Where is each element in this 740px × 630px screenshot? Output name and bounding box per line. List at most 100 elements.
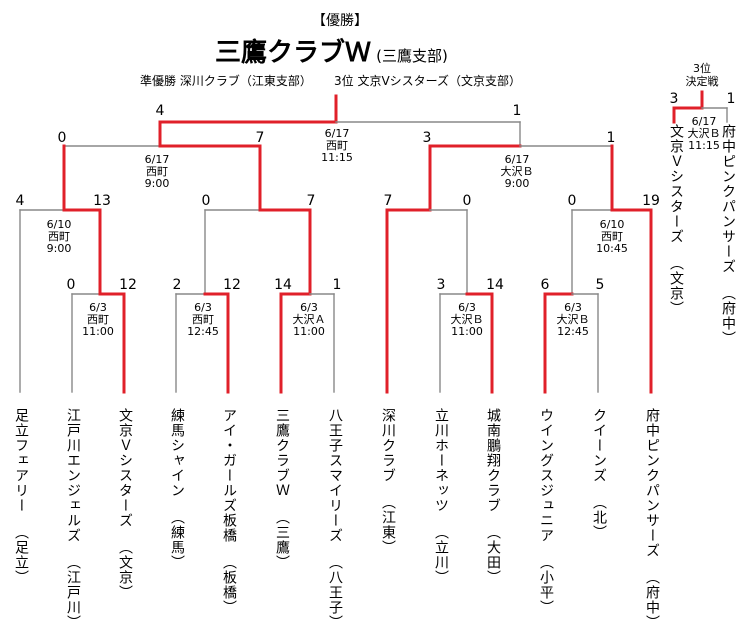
sf1-time: 9:00: [144, 177, 170, 190]
final-time: 11:15: [321, 151, 353, 164]
r1-4-venue: 大沢Ｂ: [450, 313, 484, 326]
r1-5-venue: 大沢Ｂ: [556, 313, 590, 326]
team-2: 江戸川エンジェルズ （江戸川）: [63, 408, 83, 630]
final-info: 6/17 西町 11:15: [297, 128, 377, 164]
team-name: 三鷹クラブＷ: [274, 408, 290, 498]
r2-4-score-right: 19: [642, 193, 660, 209]
team-division: （江戸川）: [65, 555, 81, 630]
third-place-date: 6/17: [691, 115, 717, 128]
team-6: 三鷹クラブＷ（三鷹）: [272, 408, 292, 570]
r1-4-score-left: 3: [436, 277, 446, 293]
r1-1-info: 6/3 西町 11:00: [58, 302, 138, 338]
r2-4-score-left: 0: [567, 193, 577, 209]
r1-3-score-right: 1: [332, 277, 342, 293]
third-place-title-line2: 決定戦: [685, 75, 719, 88]
third-place-title-line1: 3位: [693, 62, 711, 75]
team-name: 城南鵬翔クラブ: [485, 408, 501, 513]
team-name: 立川ホーネッツ: [433, 408, 449, 513]
r2-4-date: 6/10: [599, 218, 625, 231]
champion-title: 三鷹クラブＷ (三鷹支部): [215, 32, 448, 69]
r2-4-time: 10:45: [596, 242, 628, 255]
r1-4-info: 6/3 大沢Ｂ 11:00: [427, 302, 507, 338]
sf2-score-right: 1: [606, 130, 616, 146]
third-place-team-right-name: 府中ピンクパンサーズ: [720, 124, 736, 274]
r2-4-info: 6/10 西町 10:45: [572, 219, 652, 255]
r1-2-date: 6/3: [194, 301, 212, 314]
sf1-score-right: 7: [255, 130, 265, 146]
sf2-info: 6/17 大沢Ｂ 9:00: [477, 154, 557, 190]
r1-1-date: 6/3: [89, 301, 107, 314]
final-score-right: 1: [512, 103, 522, 119]
team-name: 深川クラブ: [380, 408, 396, 483]
r1-3-date: 6/3: [300, 301, 318, 314]
third-place-team-right-division: （府中）: [720, 286, 736, 346]
team-division: （府中）: [644, 570, 660, 630]
team-5: アイ・ガールズ板橋（板橋）: [219, 408, 239, 615]
r1-2-score-left: 2: [172, 277, 182, 293]
team-division: （板橋）: [221, 555, 237, 615]
r1-5-info: 6/3 大沢Ｂ 12:45: [533, 302, 613, 338]
team-division: （練馬）: [169, 510, 185, 570]
r1-2-venue: 西町: [192, 313, 214, 326]
champion-label: 【優勝】: [312, 13, 368, 29]
team-name: 文京Ｖシスターズ: [117, 408, 133, 528]
r2-4-venue: 西町: [601, 230, 623, 243]
r1-3-time: 11:00: [293, 325, 325, 338]
champion-division: (三鷹支部): [376, 47, 448, 65]
third-place-info: 6/17 大沢Ｂ 11:15: [664, 116, 740, 152]
team-division: （江東）: [380, 495, 396, 555]
r1-2-info: 6/3 西町 12:45: [163, 302, 243, 338]
r1-5-score-left: 6: [540, 277, 550, 293]
r2-1-info: 6/10 西町 9:00: [19, 219, 99, 255]
sf1-date: 6/17: [144, 153, 170, 166]
team-division: （小平）: [538, 555, 554, 615]
third-place-venue: 大沢Ｂ: [687, 127, 721, 140]
sf2-score-left: 3: [422, 130, 432, 146]
r1-2-time: 12:45: [187, 325, 219, 338]
team-3: 文京Ｖシスターズ （文京）: [115, 408, 135, 600]
r2-3-score-right: 0: [462, 193, 472, 209]
team-name: クイーンズ: [591, 408, 607, 483]
third-place-team-right: 府中ピンクパンサーズ （府中）: [718, 124, 738, 346]
sf1-venue: 西町: [146, 165, 168, 178]
team-1: 足立フェアリー（足立）: [11, 408, 31, 585]
r1-3-score-left: 14: [274, 277, 292, 293]
final-venue: 西町: [326, 139, 348, 152]
sf2-time: 9:00: [504, 177, 530, 190]
third-place-team-left-name: 文京Ｖシスターズ: [668, 124, 684, 244]
team-division: （大田）: [485, 525, 501, 585]
third-place-time: 11:15: [688, 139, 720, 152]
team-division: （足立）: [13, 525, 29, 585]
r1-5-time: 12:45: [557, 325, 589, 338]
team-12: クイーンズ （北）: [589, 408, 609, 540]
r2-2-score-left: 0: [201, 193, 211, 209]
team-name: ウイングスジュニア: [538, 408, 554, 543]
team-13: 府中ピンクパンサーズ（府中）: [642, 408, 662, 630]
r1-4-score-right: 14: [486, 277, 504, 293]
team-name: 江戸川エンジェルズ: [65, 408, 81, 543]
r1-1-time: 11:00: [82, 325, 114, 338]
r1-5-date: 6/3: [564, 301, 582, 314]
runner-up-text: 準優勝 深川クラブ（江東支部）: [140, 74, 312, 88]
team-11: ウイングスジュニア （小平）: [536, 408, 556, 615]
r1-3-venue: 大沢Ａ: [292, 313, 326, 326]
final-score-left: 4: [155, 103, 165, 119]
sf1-info: 6/17 西町 9:00: [117, 154, 197, 190]
r2-3-score-left: 7: [383, 193, 393, 209]
r2-1-venue: 西町: [48, 230, 70, 243]
r1-4-date: 6/3: [458, 301, 476, 314]
bracket-lines: [19, 90, 728, 394]
team-division: （八王子）: [327, 555, 343, 630]
team-division: （北）: [591, 495, 607, 540]
third-place-team-left: 文京Ｖシスターズ （文京）: [666, 124, 686, 316]
third-place-team-left-division: （文京）: [668, 256, 684, 316]
team-9: 立川ホーネッツ （立川）: [431, 408, 451, 585]
team-division: （立川）: [433, 525, 449, 585]
r1-1-venue: 西町: [87, 313, 109, 326]
team-division: （文京）: [117, 540, 133, 600]
r2-1-date: 6/10: [46, 218, 72, 231]
team-name: 八王子スマイリーズ: [327, 408, 343, 543]
r1-4-time: 11:00: [451, 325, 483, 338]
sf2-date: 6/17: [504, 153, 530, 166]
r2-1-score-right: 13: [93, 193, 111, 209]
